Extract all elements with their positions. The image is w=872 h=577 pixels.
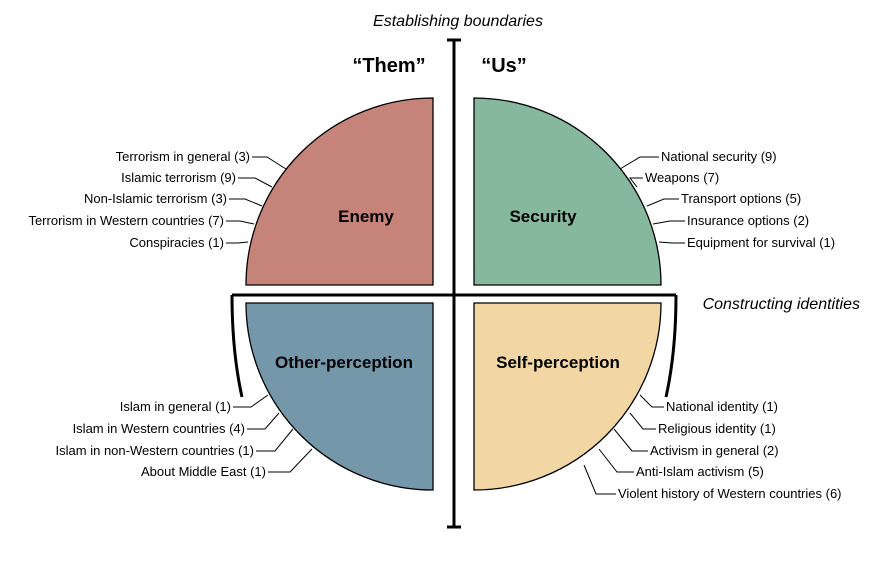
left-bracket-arc xyxy=(230,294,244,398)
security-item-national-security: National security (9) xyxy=(661,149,777,164)
security-item-equipment: Equipment for survival (1) xyxy=(687,235,835,250)
security-item-transport: Transport options (5) xyxy=(681,191,801,206)
self-perception-quadrant xyxy=(473,302,662,491)
enemy-item-terrorism-western: Terrorism in Western countries (7) xyxy=(28,213,224,228)
right-bracket-arc xyxy=(664,294,678,398)
self-item-national-identity: National identity (1) xyxy=(666,399,778,414)
security-quadrant xyxy=(473,97,662,286)
other-perception-quadrant xyxy=(245,302,434,491)
self-item-activism-general: Activism in general (2) xyxy=(650,443,779,458)
security-item-weapons: Weapons (7) xyxy=(645,170,719,185)
enemy-item-conspiracies: Conspiracies (1) xyxy=(129,235,224,250)
vertical-axis-title: Establishing boundaries xyxy=(373,13,543,30)
us-label: “Us” xyxy=(481,55,527,77)
security-item-insurance: Insurance options (2) xyxy=(687,213,809,228)
other-perception-title: Other-perception xyxy=(275,353,413,372)
enemy-leaders xyxy=(226,156,287,244)
self-item-anti-islam-activism: Anti-Islam activism (5) xyxy=(636,464,764,479)
self-perception-leaders xyxy=(583,394,664,495)
self-perception-title: Self-perception xyxy=(496,353,620,372)
enemy-item-islamic-terrorism: Islamic terrorism (9) xyxy=(121,170,236,185)
other-item-islam-general: Islam in general (1) xyxy=(120,399,231,414)
enemy-quadrant xyxy=(245,97,434,286)
security-title: Security xyxy=(509,207,577,226)
security-leaders xyxy=(619,156,685,244)
other-item-islam-non-western: Islam in non-Western countries (1) xyxy=(56,443,254,458)
enemy-item-terrorism-general: Terrorism in general (3) xyxy=(116,149,250,164)
enemy-title: Enemy xyxy=(338,207,394,226)
them-label: “Them” xyxy=(352,55,425,77)
enemy-item-non-islamic-terrorism: Non-Islamic terrorism (3) xyxy=(84,191,227,206)
self-item-violent-history: Violent history of Western countries (6) xyxy=(618,486,842,501)
other-item-islam-western: Islam in Western countries (4) xyxy=(73,421,245,436)
other-item-middle-east: About Middle East (1) xyxy=(141,464,266,479)
horizontal-axis-title: Constructing identities xyxy=(703,296,860,313)
self-item-religious-identity: Religious identity (1) xyxy=(658,421,776,436)
other-perception-leaders xyxy=(233,394,313,473)
